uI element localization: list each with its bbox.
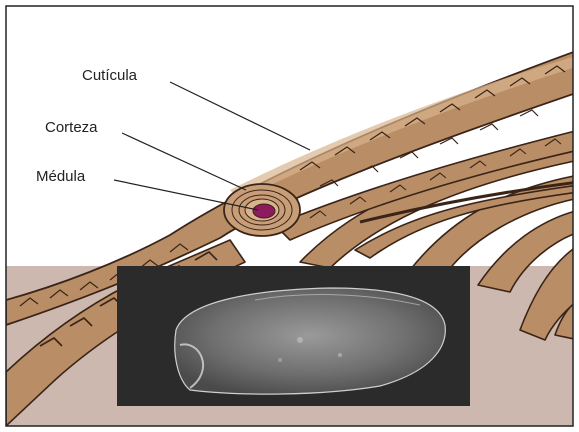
label-medulla: Médula <box>36 168 86 185</box>
label-cuticle: Cutícula <box>82 67 138 84</box>
label-cortex: Corteza <box>45 119 98 136</box>
medulla-core <box>253 204 275 218</box>
micrograph-inset <box>117 266 470 406</box>
hair-cross-section <box>224 184 300 236</box>
